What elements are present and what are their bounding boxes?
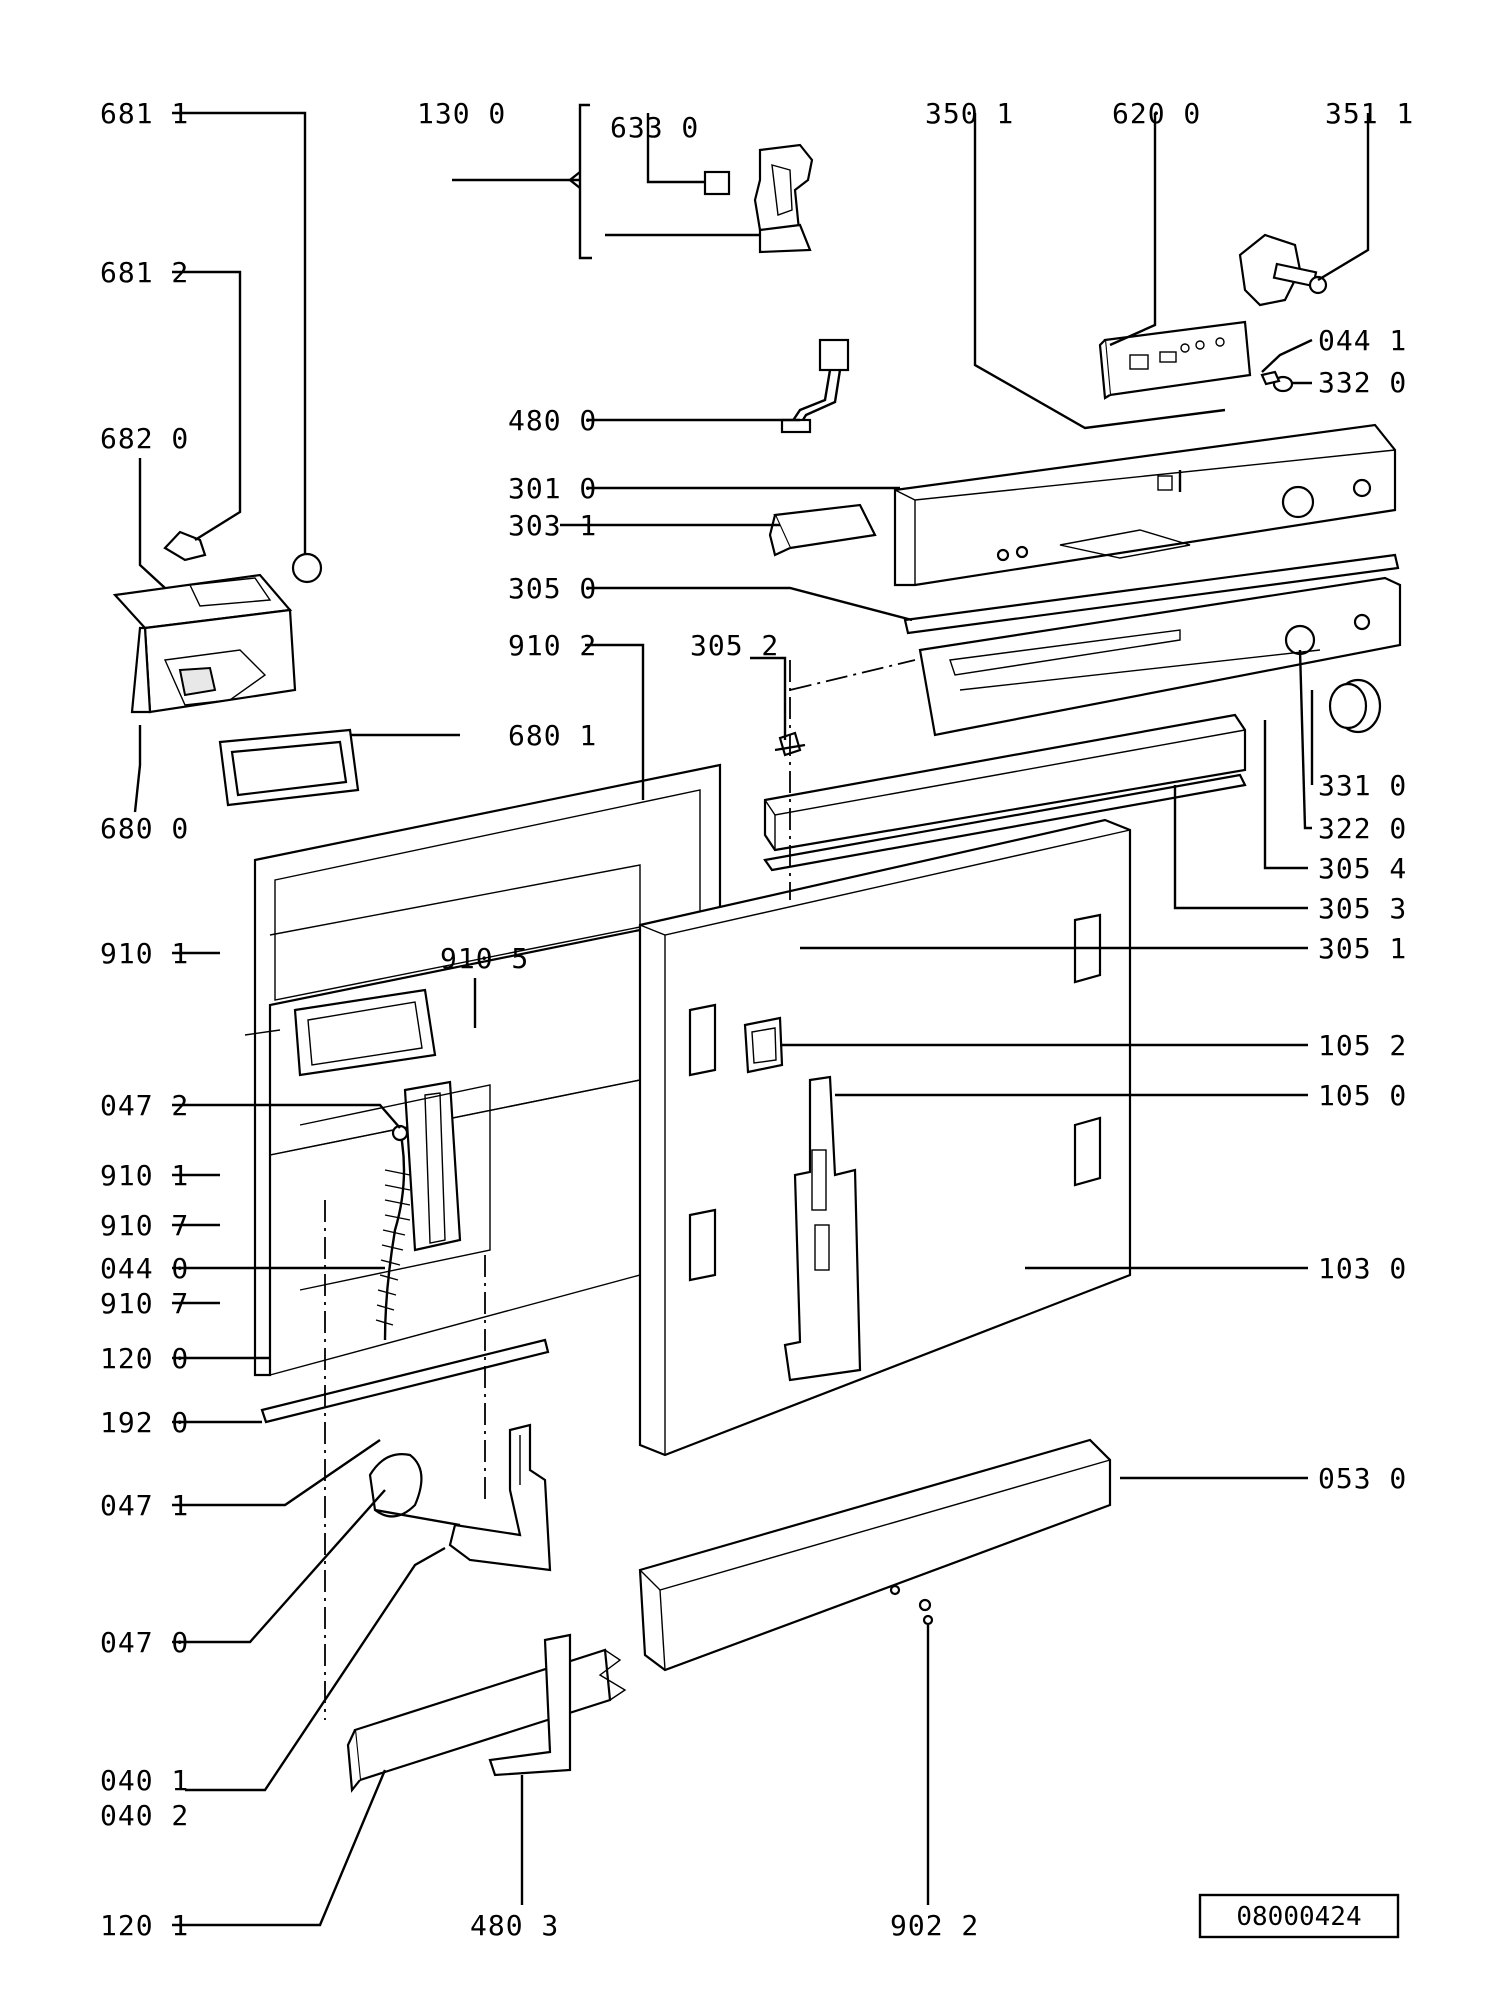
label-902-2: 902 2 [890,1909,979,1942]
part-902-screw [918,1598,934,1626]
part-620-module [1098,320,1252,400]
label-350-1: 350 1 [925,97,1014,130]
leader-lines [133,103,1370,1927]
reference-code: 08000424 [1236,1902,1361,1932]
part-480-3-bracket [488,1633,572,1777]
part-labels: 681 1 130 0 633 0 350 1 620 0 351 1 681 … [100,97,1414,1942]
part-331-knob [1328,678,1382,734]
label-620-0: 620 0 [1112,97,1201,130]
part-305-strip [903,553,1400,635]
label-305-0: 305 0 [508,572,597,605]
label-680-0: 680 0 [100,812,189,845]
part-120-1-lower-panel [346,1648,627,1793]
label-331-0: 331 0 [1318,769,1407,802]
label-910-7-lower: 910 7 [100,1287,189,1320]
part-301-control-panel [893,423,1397,587]
label-303-1: 303 1 [508,509,597,542]
label-103-0: 103 0 [1318,1252,1407,1285]
label-351-1: 351 1 [1325,97,1414,130]
label-305-4: 305 4 [1318,852,1407,885]
label-044-0: 044 0 [100,1252,189,1285]
label-301-0: 301 0 [508,472,597,505]
label-633-0: 633 0 [610,111,699,144]
label-910-5: 910 5 [440,942,529,975]
reference-code-box: 08000424 [1198,1893,1400,1939]
label-120-1: 120 1 [100,1909,189,1942]
label-680-1: 680 1 [508,719,597,752]
label-040-1: 040 1 [100,1764,189,1797]
part-105-hinge-plate [783,1075,862,1382]
label-682-0: 682 0 [100,422,189,455]
part-192-strip [260,1338,550,1424]
label-047-2: 047 2 [100,1089,189,1122]
part-681-clip [163,530,323,584]
part-053-kickplate [638,1438,1112,1672]
part-130-bracket [703,143,814,254]
part-480-harness [780,338,850,434]
part-103-outer-door [638,818,1132,1457]
label-480-3: 480 3 [470,1909,559,1942]
label-105-2: 105 2 [1318,1029,1407,1062]
label-910-2: 910 2 [508,629,597,662]
part-682-dispenser [112,573,297,714]
part-303-latch [768,503,877,557]
label-130-0: 130 0 [417,97,506,130]
part-047-spring [375,1124,411,1341]
label-040-2: 040 2 [100,1799,189,1832]
part-680-gasket [218,728,360,807]
label-305-2: 305 2 [690,629,779,662]
label-480-0: 480 0 [508,404,597,437]
alignment-line-clip [789,659,916,691]
label-044-1: 044 1 [1318,324,1407,357]
part-305-3-bar [763,773,1247,872]
part-047-hinge [368,1453,461,1527]
label-047-0: 047 0 [100,1626,189,1659]
label-192-0: 192 0 [100,1406,189,1439]
label-910-7-upper: 910 7 [100,1209,189,1242]
part-322-front-panel [918,576,1402,737]
label-322-0: 322 0 [1318,812,1407,845]
label-910-1-lower: 910 1 [100,1159,189,1192]
label-305-3: 305 3 [1318,892,1407,925]
part-120-inner-door [244,763,722,1377]
part-105-2-bracket [743,1016,784,1074]
part-305-4-bar [763,713,1247,852]
label-305-1: 305 1 [1318,932,1407,965]
part-351-shaft [1238,233,1328,307]
part-040-bracket [448,1423,552,1572]
part-332-pin [1260,370,1294,393]
label-105-0: 105 0 [1318,1079,1407,1112]
label-120-0: 120 0 [100,1342,189,1375]
label-053-0: 053 0 [1318,1462,1407,1495]
label-332-0: 332 0 [1318,366,1407,399]
label-910-1-upper: 910 1 [100,937,189,970]
label-681-1: 681 1 [100,97,189,130]
label-681-2: 681 2 [100,256,189,289]
label-047-1: 047 1 [100,1489,189,1522]
